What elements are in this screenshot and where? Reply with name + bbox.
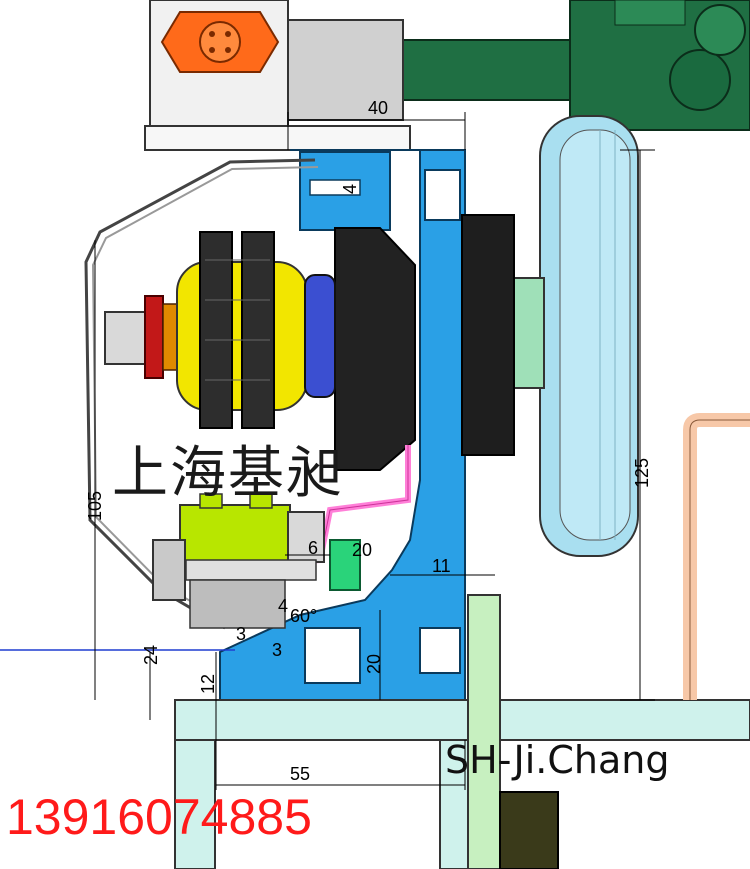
dim-24: 24 [141,645,161,665]
lower-frame [174,594,750,869]
sprocket-assembly [104,231,336,429]
dim-40: 40 [368,98,388,118]
dim-4-lower: 4 [278,596,288,616]
dim-11: 11 [432,556,451,576]
dim-55: 55 [290,764,310,784]
dim-3-right: 3 [272,640,282,660]
top-green-mechanism [399,0,750,131]
watermark-phone: 13916074885 [6,789,312,845]
profile-slot [304,627,361,684]
aluminum-profile [219,149,466,701]
shaft-collar [509,277,545,389]
large-wheel [539,115,639,557]
top-connector-block [144,0,411,151]
dimension-lines [94,112,655,790]
dim-4: 4 [340,184,360,194]
dim-6: 6 [308,538,318,558]
dim-20-vertical: 20 [364,654,384,674]
dim-3-left: 3 [236,624,246,644]
sprocket-left [199,231,233,429]
dim-12: 12 [198,674,218,694]
profile-slot-right [419,627,461,674]
dim-105: 105 [85,491,105,521]
connector-pin-face [199,21,241,63]
dim-125: 125 [632,458,652,488]
motor-block [334,214,515,471]
watermark-chinese: 上海基昶 [112,441,344,506]
dim-60-degree: 60° [290,606,317,626]
sprocket-right [241,231,275,429]
lime-sensor [179,493,325,564]
watermark-english: SH-Ji.Chang [445,738,670,782]
profile-slot-top [424,169,461,221]
dim-20-top: 20 [352,540,372,560]
